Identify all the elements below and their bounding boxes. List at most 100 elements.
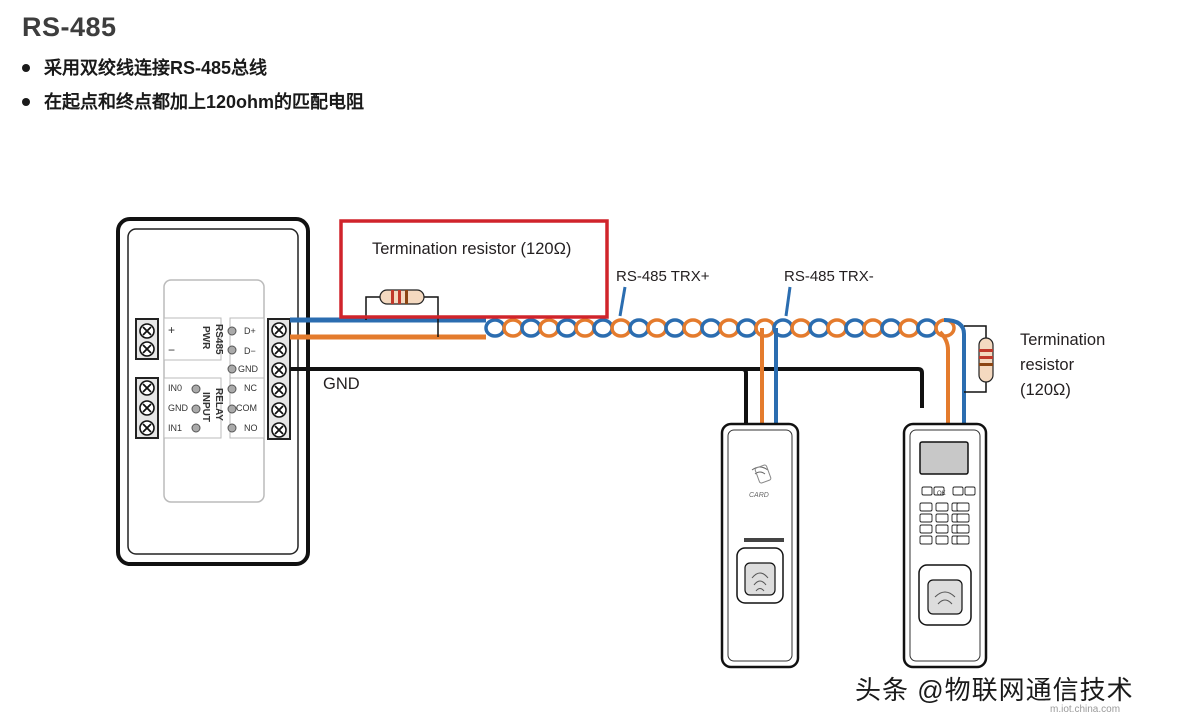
twist-loop [520,318,542,338]
page-title: RS-485 [22,12,117,42]
screw-icon [139,323,155,339]
bullet-dot-icon [22,98,30,106]
pin-gnd-rs485: GND [238,364,259,374]
keypad-key [935,524,949,534]
twist-loop [916,318,938,338]
pin-dot-icon [191,423,201,433]
twist-loop [484,318,506,338]
keypad-key [919,513,933,523]
screw-icon [271,362,287,378]
watermark: 头条 @物联网通信技术 [855,675,1134,705]
keypad-key [956,535,970,545]
pin-dot-icon [227,364,237,374]
keypad-key [956,502,970,512]
termination-resistor-label-right-line3: (120Ω) [1020,381,1071,399]
keypad-key [935,502,949,512]
twist-loop [592,318,614,338]
terminal-screws [139,322,287,438]
bullet-dot-icon [22,64,30,72]
pin-com: COM [236,403,257,413]
pin-dot-icon [191,404,201,414]
pin-dot-icon [227,345,237,355]
termination-resistor-label-right-line1: Termination [1020,331,1106,349]
twist-loop [826,318,848,338]
screw-icon [271,342,287,358]
pwr-plus-label: + [168,323,175,337]
twist-loop [646,318,668,338]
pin-dot-icon [227,326,237,336]
twist-loop [664,318,686,338]
termination-resistor-label-left: Termination resistor (120Ω) [372,240,572,258]
screw-icon [271,402,287,418]
ok-key-label: OK [937,491,946,497]
input-group-label: INPUT [200,392,211,422]
highlight-box [339,219,609,319]
twist-loop [898,318,920,338]
gnd-label: GND [323,375,360,393]
twist-loop [502,318,524,338]
keypad-key [935,535,949,545]
termination-resistor-label-right-line2: resistor [1020,356,1075,374]
twist-loop [610,318,632,338]
gnd-wire [290,367,924,428]
screw-icon [271,422,287,438]
trx-plus-pointer [618,286,627,317]
bullet-item: 采用双绞线连接RS-485总线 [20,56,364,90]
keypad-key [919,502,933,512]
screw-icon [139,420,155,436]
pin-d-minus: D− [244,346,256,356]
twist-loop [736,318,758,338]
pin-dot-icon [191,384,201,394]
pin-gnd-input: GND [168,403,189,413]
keypad-key [919,524,933,534]
twist-loop [718,318,740,338]
bullet-list: 采用双绞线连接RS-485总线 在起点和终点都加上120ohm的匹配电阻 [20,56,364,124]
pin-dot-icon [227,384,237,394]
reader2-blue-drop [943,318,966,428]
keypad-key [935,513,949,523]
bullet-item: 在起点和终点都加上120ohm的匹配电阻 [20,90,364,124]
twist-loop [556,318,578,338]
bullet-text: 在起点和终点都加上120ohm的匹配电阻 [44,92,365,112]
twist-loop [844,318,866,338]
twist-loop [574,318,596,338]
screw-icon [139,341,155,357]
pin-dots [191,326,237,433]
reader2-orange-drop [938,330,950,428]
keypad-key [964,486,976,496]
twist-loop [628,318,650,338]
pin-dot-icon [227,423,237,433]
twist-loop [754,318,776,338]
trx-minus-pointer [784,286,792,317]
trx-plus-label: RS-485 TRX+ [616,268,710,285]
screw-icon [139,380,155,396]
twist-loop [700,318,722,338]
pin-in1: IN1 [168,423,182,433]
screw-icon [271,382,287,398]
screw-icon [139,400,155,416]
keypad-key [952,486,964,496]
controller-unit [116,217,310,566]
pin-dot-icon [227,404,237,414]
keypad-key [956,513,970,523]
twist-loop [880,318,902,338]
pin-d-plus: D+ [244,326,256,336]
bullet-text: 采用双绞线连接RS-485总线 [44,58,268,78]
keypad [919,486,976,545]
keypad-key [933,486,945,496]
pin-in0: IN0 [168,383,182,393]
screw-icon [271,322,287,338]
rs485-group-label: RS485 [213,324,224,355]
twisted-pair-cable [484,318,956,338]
card-label: CARD [749,492,769,499]
reader-1-card-fingerprint: CARD [720,422,800,669]
twist-loop [538,318,560,338]
right-termination-resistor-icon [978,337,994,383]
keypad-key [956,524,970,534]
pin-nc: NC [244,383,257,393]
lcd-screen [919,441,969,475]
twist-loop [790,318,812,338]
pwr-minus-label: − [168,343,175,357]
left-termination-resistor-icon [379,289,425,305]
